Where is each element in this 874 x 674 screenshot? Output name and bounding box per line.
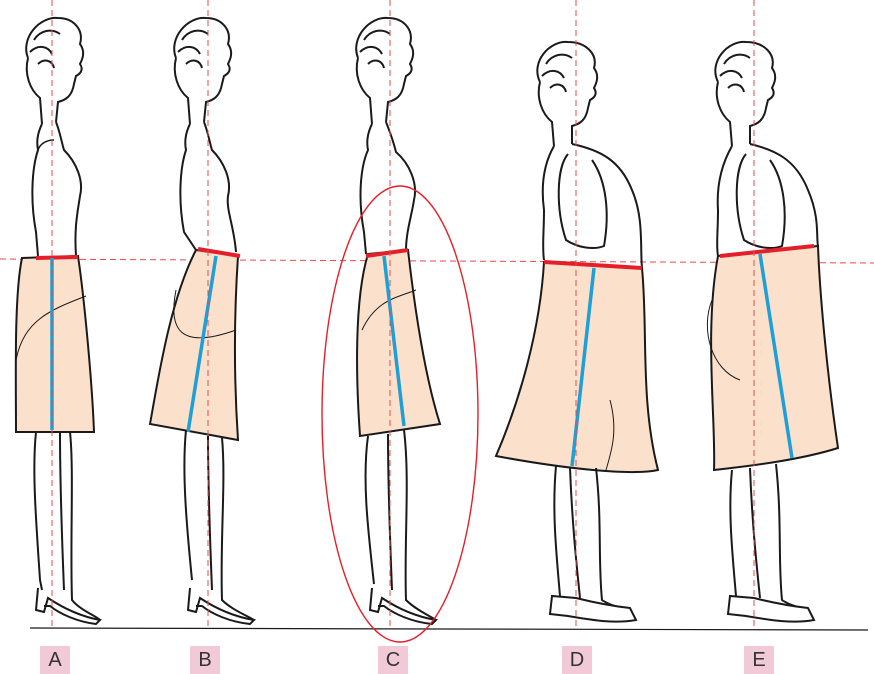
figure-label-d: D — [562, 646, 592, 674]
figure-a-shoes — [36, 588, 100, 624]
figure-e-head — [715, 42, 775, 146]
figure-e-shoes — [728, 596, 814, 622]
figure-label-a: A — [40, 646, 70, 674]
figure-d-shoes — [550, 596, 636, 622]
figure-c-legs — [366, 430, 436, 620]
figure-a-legs — [34, 432, 100, 620]
figure-label-b: B — [190, 646, 220, 674]
figure-a — [16, 18, 100, 624]
figure-b-head — [174, 18, 231, 124]
figure-c-skirt — [357, 250, 440, 436]
figure-a-waistband — [36, 257, 78, 258]
figure-b — [150, 18, 254, 624]
figure-c — [322, 18, 478, 642]
figure-d-body — [543, 144, 642, 268]
figure-a-skirt — [16, 256, 94, 432]
figure-d-legs — [554, 466, 630, 612]
figure-c-body — [361, 122, 416, 254]
figure-e — [707, 42, 838, 622]
figure-d-arm — [559, 154, 607, 248]
figure-b-legs — [184, 430, 254, 620]
figure-label-e: E — [744, 646, 774, 674]
figure-e-arm — [737, 154, 785, 248]
figure-c-shoes — [370, 588, 436, 624]
figure-e-legs — [730, 464, 810, 612]
ground-line — [30, 628, 868, 630]
figure-a-head — [26, 18, 83, 124]
figure-d — [496, 42, 658, 622]
figure-c-head — [356, 18, 413, 124]
figure-d-head — [537, 42, 597, 146]
figure-b-skirt — [150, 250, 238, 440]
figure-d-skirt — [496, 262, 658, 472]
figure-e-body — [717, 144, 818, 256]
figure-a-body — [32, 122, 81, 256]
figure-label-c: C — [378, 646, 408, 674]
